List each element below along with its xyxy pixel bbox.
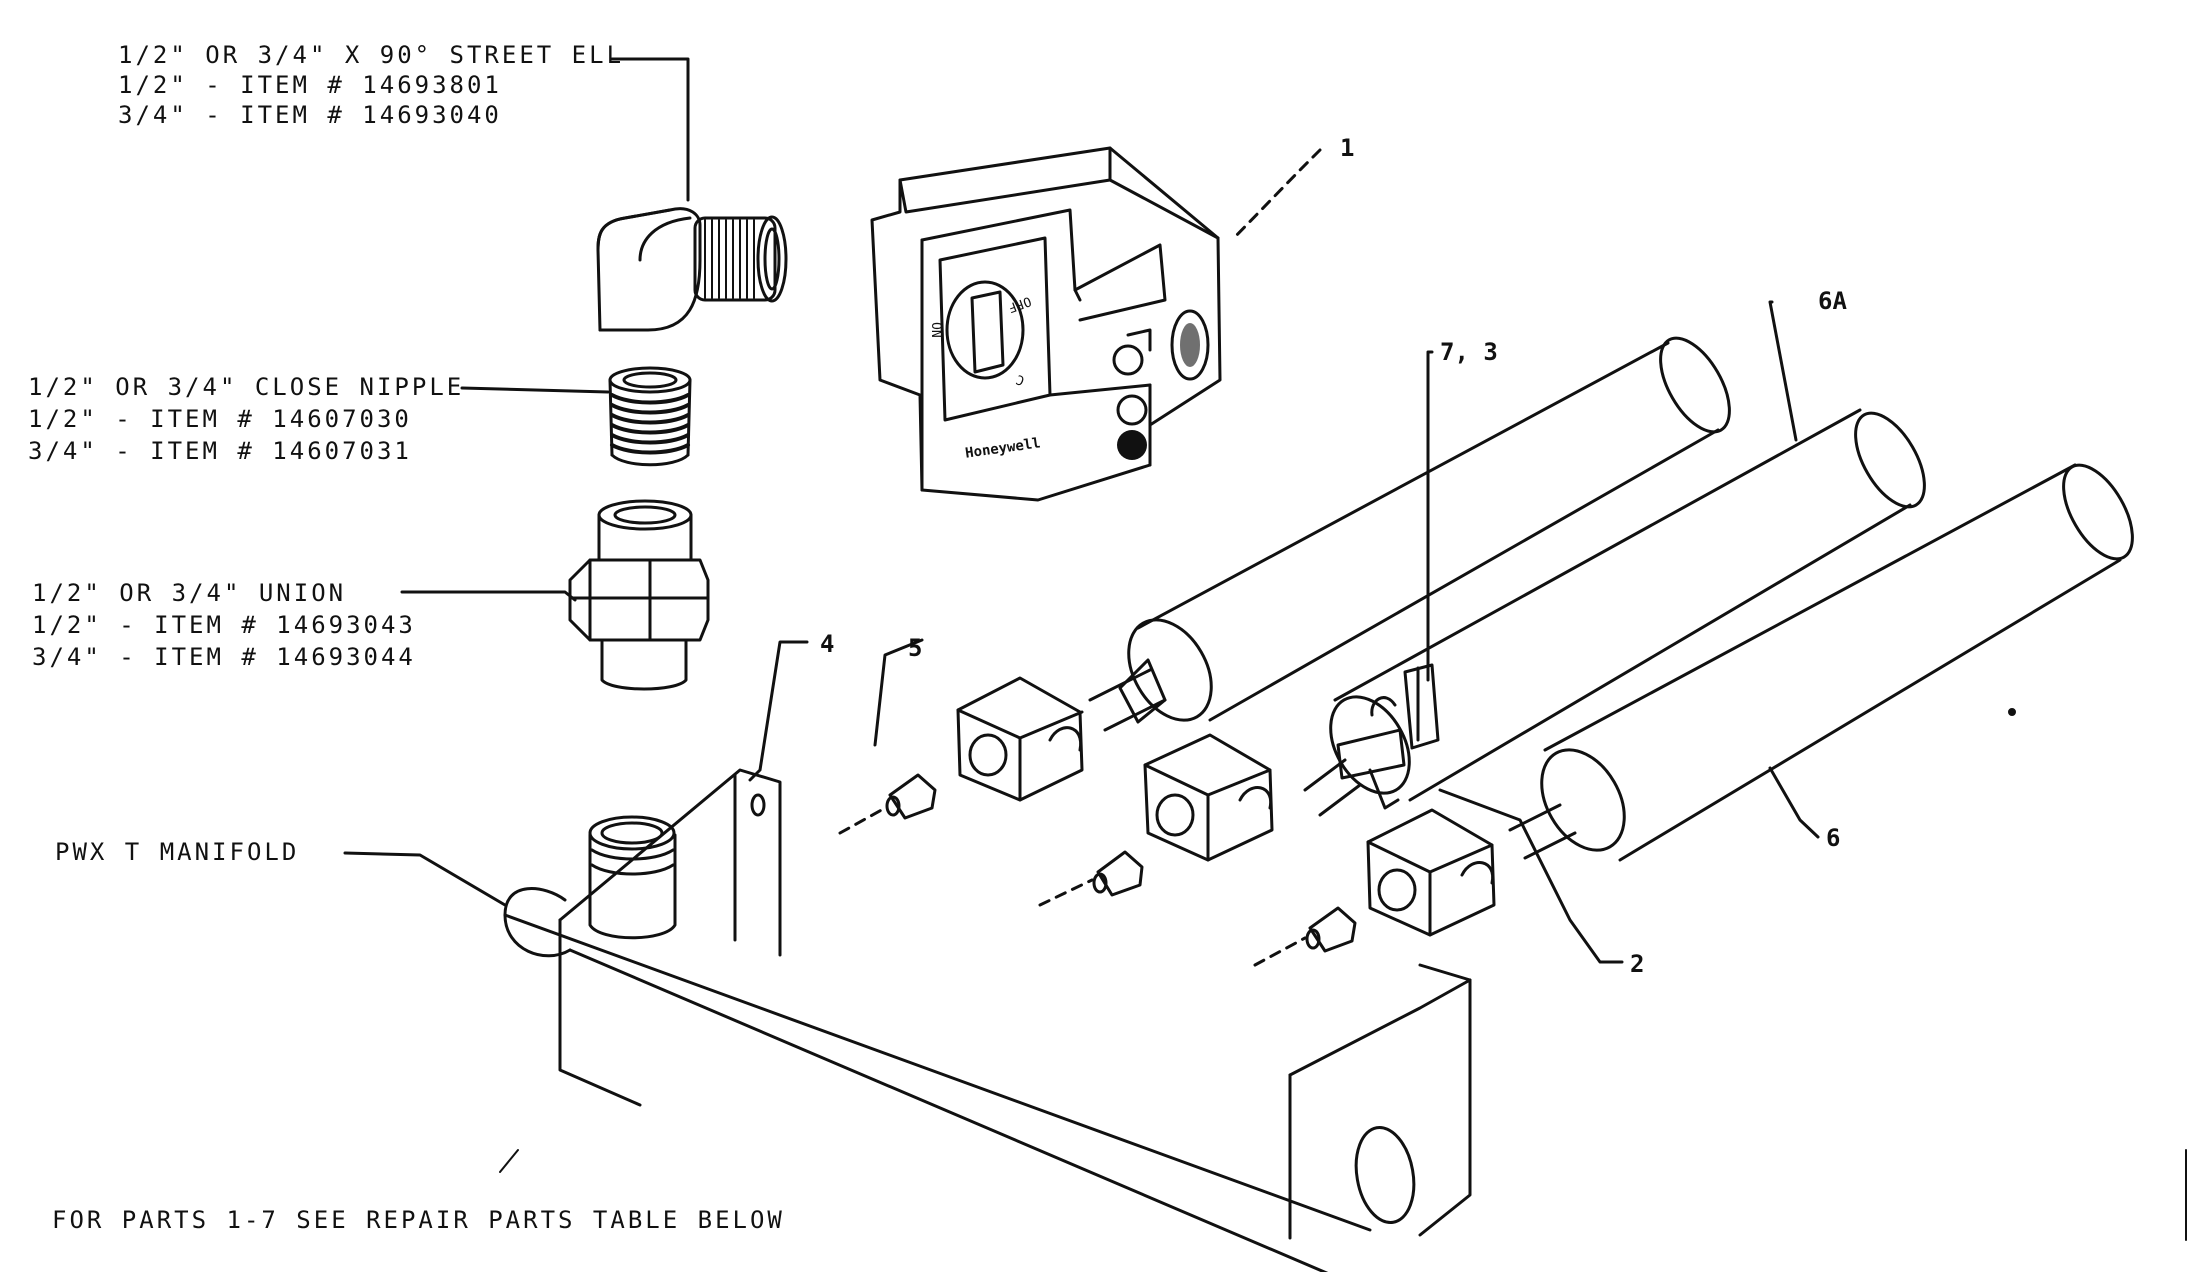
leader-lines (343, 57, 1820, 964)
close-nipple-label-line2: 1/2" - ITEM # 14607030 (28, 405, 412, 433)
part-number-1: 1 (1340, 134, 1355, 162)
union-fitting (568, 499, 710, 691)
part-number-7-3: 7, 3 (1440, 338, 1498, 366)
knob-off-label: OFF (1006, 293, 1033, 315)
close-nipple-fitting (608, 366, 692, 467)
part-number-2: 2 (1630, 950, 1645, 978)
close-nipple-label-line3: 3/4" - ITEM # 14607031 (28, 437, 412, 465)
burner-tube-middle (1303, 408, 1926, 817)
part-number-6a: 6A (1818, 287, 1847, 315)
part-number-6: 6 (1826, 824, 1841, 852)
orifices (838, 773, 1357, 967)
union-label-line2: 1/2" - ITEM # 14693043 (32, 611, 416, 639)
burner-tube-upper (1088, 336, 1731, 732)
union-label-line3: 3/4" - ITEM # 14693044 (32, 643, 416, 671)
knob-on-label: ON (928, 322, 943, 338)
valve-brand-label: Honeywell (964, 435, 1041, 461)
scan-specks (499, 708, 2187, 1241)
manifold-assembly (503, 768, 1472, 1277)
street-ell-fitting (596, 207, 788, 332)
pilot-assembly (1336, 663, 1440, 810)
union-label-line1: 1/2" OR 3/4" UNION (32, 579, 347, 607)
manifold-label: PWX T MANIFOLD (55, 838, 300, 866)
burner-blocks (956, 676, 1496, 937)
close-nipple-label-line1: 1/2" OR 3/4" CLOSE NIPPLE (28, 373, 465, 401)
street-ell-label-line3: 3/4" - ITEM # 14693040 (118, 101, 502, 129)
street-ell-label-line1: 1/2" OR 3/4" X 90° STREET ELL (118, 41, 625, 69)
street-ell-label-line2: 1/2" - ITEM # 14693801 (118, 71, 502, 99)
burner-tube-lower (1508, 463, 2134, 862)
footer-note: FOR PARTS 1-7 SEE REPAIR PARTS TABLE BEL… (52, 1206, 785, 1234)
part-number-4: 4 (820, 630, 835, 658)
knob-c-label: C (1014, 371, 1026, 388)
part-number-5: 5 (908, 634, 923, 662)
gas-valve: Honeywell OFF ON C (870, 146, 1222, 502)
